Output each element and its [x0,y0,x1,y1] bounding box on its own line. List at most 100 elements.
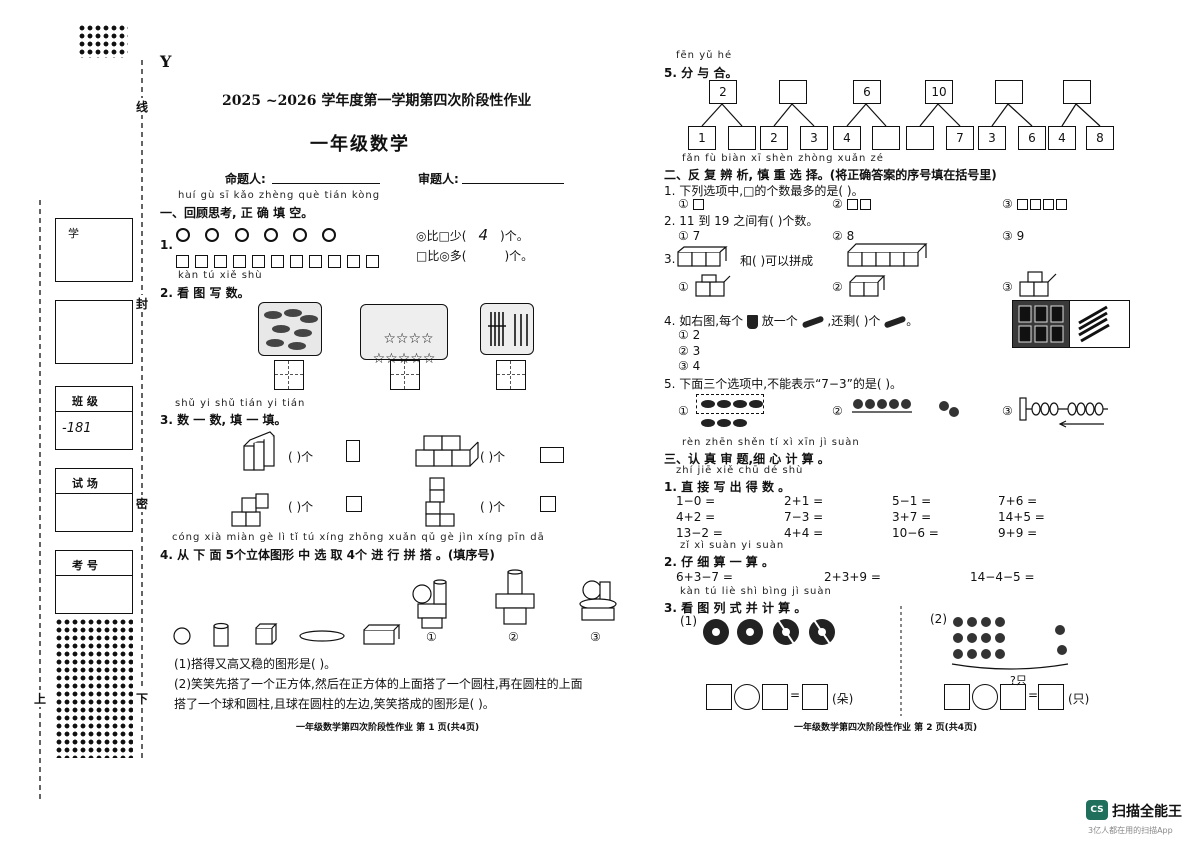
car-icons [264,309,318,350]
scanner-tagline: 3亿人都在用的扫描App [1088,826,1173,835]
s2-q1-text[interactable]: 1. 下列选项中,□的个数最多的是( )。 [664,184,864,198]
reviewer-line [462,183,564,184]
bond-bottom-box[interactable] [906,126,934,150]
eq2-box-1[interactable] [944,684,970,710]
bond-connector [846,103,867,127]
s2-q4-text[interactable]: 4. 如右图,每个 放一个 ,还剩( )个 。 [664,314,919,329]
s2-q2-opt3[interactable]: ③ 9 [1002,229,1025,243]
calc-item[interactable]: 9+9 = [998,526,1038,540]
section5-pinyin: fēn yǔ hé [676,50,733,61]
eq1-result-box[interactable] [802,684,828,710]
s3-q2-item2[interactable]: 2+3+9 = [824,570,881,584]
q3-blank-2[interactable]: ( )个 [480,450,506,464]
bond-bottom-box: 7 [946,126,974,150]
eq1-operator-circle[interactable] [734,684,760,710]
s2-q2-text[interactable]: 2. 11 到 19 之间有( )个数。 [664,214,819,228]
bond-bottom-box[interactable] [728,126,756,150]
s2-q1-opt1[interactable]: ① [678,197,706,211]
section2-title: 二、反 复 辨 析, 慎 重 选 择。(将正确答案的序号填在括号里) [664,168,997,182]
s2-q3-mid[interactable]: 和( )可以拼成 [740,254,814,268]
scanner-brand: 扫描全能王 [1112,804,1182,820]
q3-blank-4[interactable]: ( )个 [480,500,506,514]
calc-item[interactable]: 4+4 = [784,526,824,540]
q1-answer-1[interactable]: 4 [478,226,489,244]
bond-bottom-box: 1 [688,126,716,150]
q3-pinyin: shǔ yi shǔ tián yi tián [175,398,306,409]
s2-q5-opt2[interactable]: ② [832,404,843,418]
eq1-box-2[interactable] [762,684,788,710]
section3-title: 三、认 真 审 题,细 心 计 算 。 [664,452,830,466]
s3-q2-item3[interactable]: 14−4−5 = [970,570,1035,584]
exam-no-label: 考 号 [72,559,98,572]
s3-q2-item1[interactable]: 6+3−7 = [676,570,733,584]
s2-q3-opt3[interactable]: ③ [1002,280,1013,294]
stick-bundle-icon [488,312,528,346]
calc-item[interactable]: 7−3 = [784,510,824,524]
bond-top-box: 6 [853,80,881,104]
answer-grid-sticks[interactable] [496,360,526,390]
exam-room-box: 试 场 [55,468,133,532]
q1-line2-text: □比◎多( [416,249,467,263]
page-subtitle: 一年级数学 [310,134,410,155]
stacked-figure-1 [412,579,447,629]
q4-option-1: ① [426,630,437,644]
q1-rings [176,224,337,243]
calc-item[interactable]: 13−2 = [676,526,723,540]
s2-q1-opt3[interactable]: ③ [1002,197,1069,211]
q4-sub1[interactable]: (1)搭得又高又稳的图形是( )。 [174,657,337,671]
answer-grid-stars[interactable] [390,360,420,390]
bond-connector [791,103,815,127]
calc-item[interactable]: 5−1 = [892,494,932,508]
s2-q4-opt1[interactable]: ① 2 [678,328,701,342]
exam-number-box: 考 号 [55,550,133,614]
answer-grid-cars[interactable] [274,360,304,390]
eq2-box-2[interactable] [1000,684,1026,710]
q3-blank-3[interactable]: ( )个 [288,500,314,514]
bond-bottom-box: 8 [1086,126,1114,150]
bond-bottom-box: 2 [760,126,788,150]
s2-q4-opt2[interactable]: ② 3 [678,344,701,358]
s2-q4-opt3[interactable]: ③ 4 [678,359,701,373]
bond-top-box: 2 [709,80,737,104]
q1-line1-text: ◎比□少( [416,229,467,243]
eq1-box-1[interactable] [706,684,732,710]
margin-char-4: 下 [136,690,149,707]
cube-stack-4 [425,477,455,527]
bond-connector [1007,103,1033,127]
eq2-result-box[interactable] [1038,684,1064,710]
calc-item[interactable]: 1−0 = [676,494,716,508]
calc-item[interactable]: 3+7 = [892,510,932,524]
s3-p3-pinyin: kàn tú liè shì bìng jì suàn [680,586,832,597]
birds-picture [852,399,959,417]
bond-top-box[interactable] [1063,80,1091,104]
bond-bottom-box: 3 [800,126,828,150]
q3-blank-1[interactable]: ( )个 [288,450,314,464]
s2-q2-opt2[interactable]: ② 8 [832,229,855,243]
s2-q5-opt3[interactable]: ③ [1002,404,1013,418]
divider-dashed [900,606,902,716]
eq1-unit: (朵) [832,692,854,706]
bond-top-box[interactable] [779,80,807,104]
calc-item[interactable]: 2+1 = [784,494,824,508]
s2-q1-opt2[interactable]: ② [832,197,873,211]
bond-connector [991,103,1009,127]
s3-q3-p1: (1) [680,614,697,628]
rabbits-picture [951,617,1069,670]
cube-icon-1 [346,440,360,462]
q4-sub2b[interactable]: 搭了一个球和圆柱,且球在圆柱的左边,笑笑搭成的图形是( )。 [174,697,495,711]
margin-char-3: 上 [34,690,47,707]
page1-footer: 一年级数学第四次阶段性作业 第 1 页(共4页) [296,723,480,733]
s2-q3-opt1[interactable]: ① [678,280,689,294]
calc-item[interactable]: 10−6 = [892,526,939,540]
calc-item[interactable]: 14+5 = [998,510,1045,524]
s2-q3-opt2[interactable]: ② [832,280,843,294]
s2-q5-opt1[interactable]: ① [678,404,689,418]
calc-item[interactable]: 7+6 = [998,494,1038,508]
bond-bottom-box: 4 [833,126,861,150]
eq2-operator-circle[interactable] [972,684,998,710]
bond-top-box[interactable] [995,80,1023,104]
s2-q2-opt1[interactable]: ① 7 [678,229,701,243]
calc-item[interactable]: 4+2 = [676,510,716,524]
s2-q5-text[interactable]: 5. 下面三个选项中,不能表示“7−3”的是( )。 [664,377,903,391]
bond-bottom-box[interactable] [872,126,900,150]
